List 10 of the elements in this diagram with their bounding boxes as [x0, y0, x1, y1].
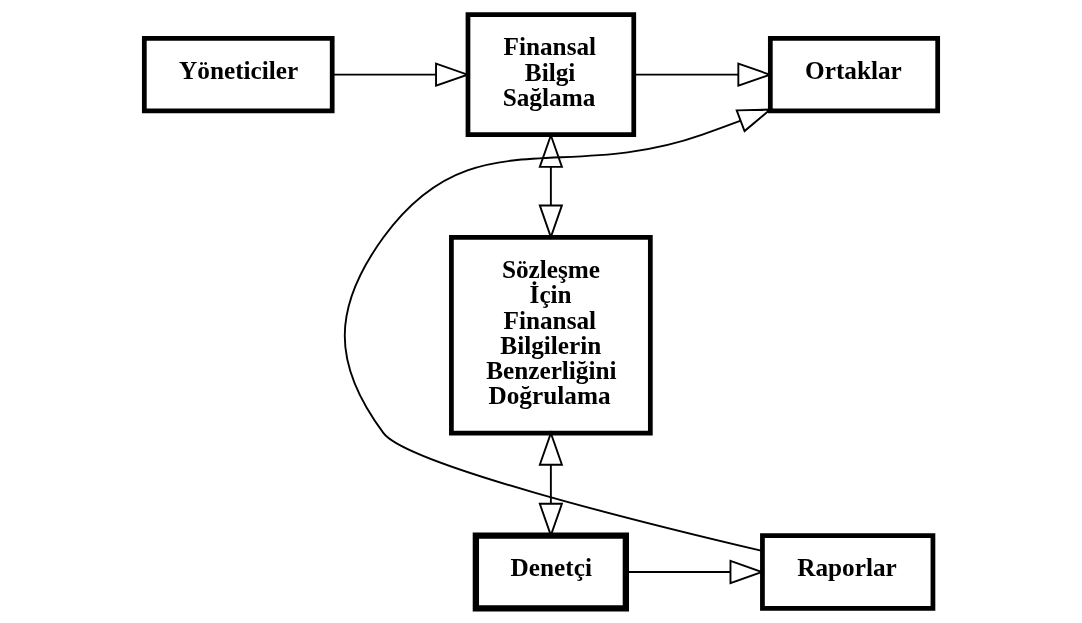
arrow — [633, 62, 773, 88]
arrow — [538, 132, 564, 240]
node-box: Raporlar — [760, 533, 936, 611]
arrow — [343, 108, 773, 552]
arrow — [331, 62, 471, 88]
node-box: Sözleşme İçin Finansal Bilgilerin Benzerliğini Doğrulama — [449, 234, 653, 436]
node-box: Yöneticiler — [141, 36, 335, 114]
node-box: Denetçi — [472, 532, 629, 612]
node-box: Ortaklar — [767, 36, 941, 114]
node-box: Finansal Bilgi Sağlama — [465, 12, 637, 138]
